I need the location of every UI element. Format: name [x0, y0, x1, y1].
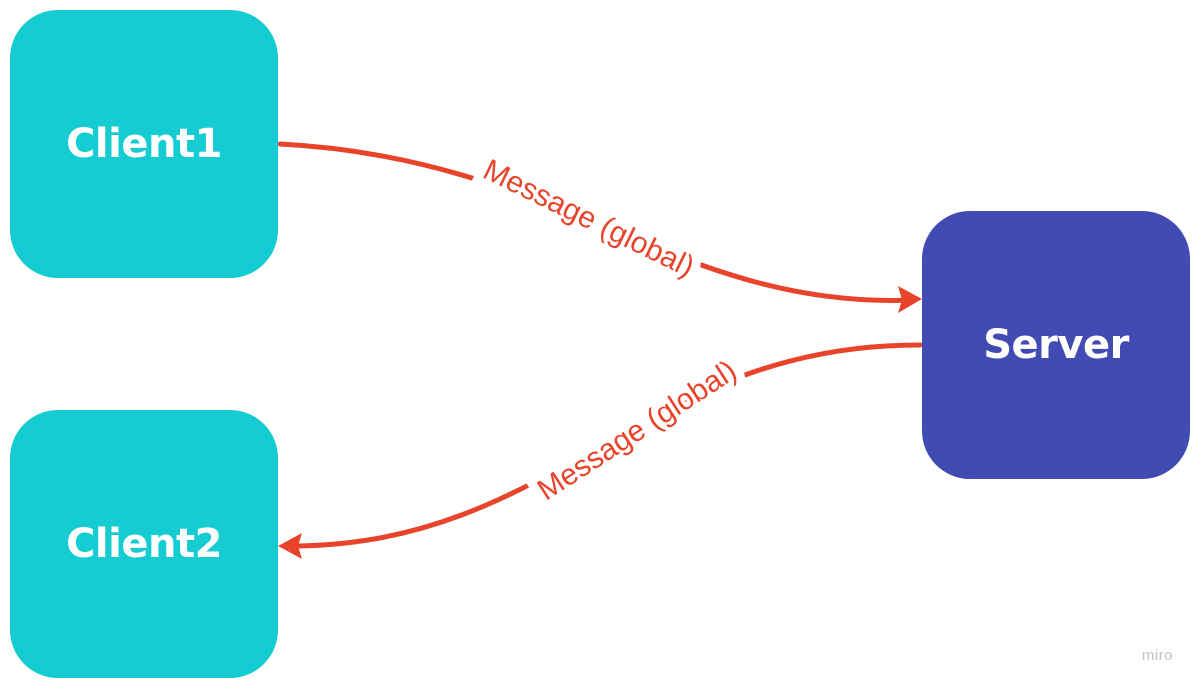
client1-node[interactable]: Client1	[10, 10, 278, 278]
arrowhead-client2	[278, 533, 302, 559]
miro-watermark: miro	[1141, 647, 1173, 664]
client2-label: Client2	[66, 521, 222, 567]
client1-label: Client1	[66, 121, 222, 167]
edge-label-server-to-client2: Message (global)	[532, 354, 743, 507]
edge-client1-to-server	[277, 141, 915, 303]
server-node[interactable]: Server	[922, 211, 1190, 479]
edge-label-client1-to-server: Message (global)	[478, 153, 699, 284]
server-label: Server	[983, 322, 1129, 368]
arrowhead-server	[898, 286, 922, 313]
edge-server-to-client2	[289, 342, 923, 549]
client2-node[interactable]: Client2	[10, 410, 278, 678]
